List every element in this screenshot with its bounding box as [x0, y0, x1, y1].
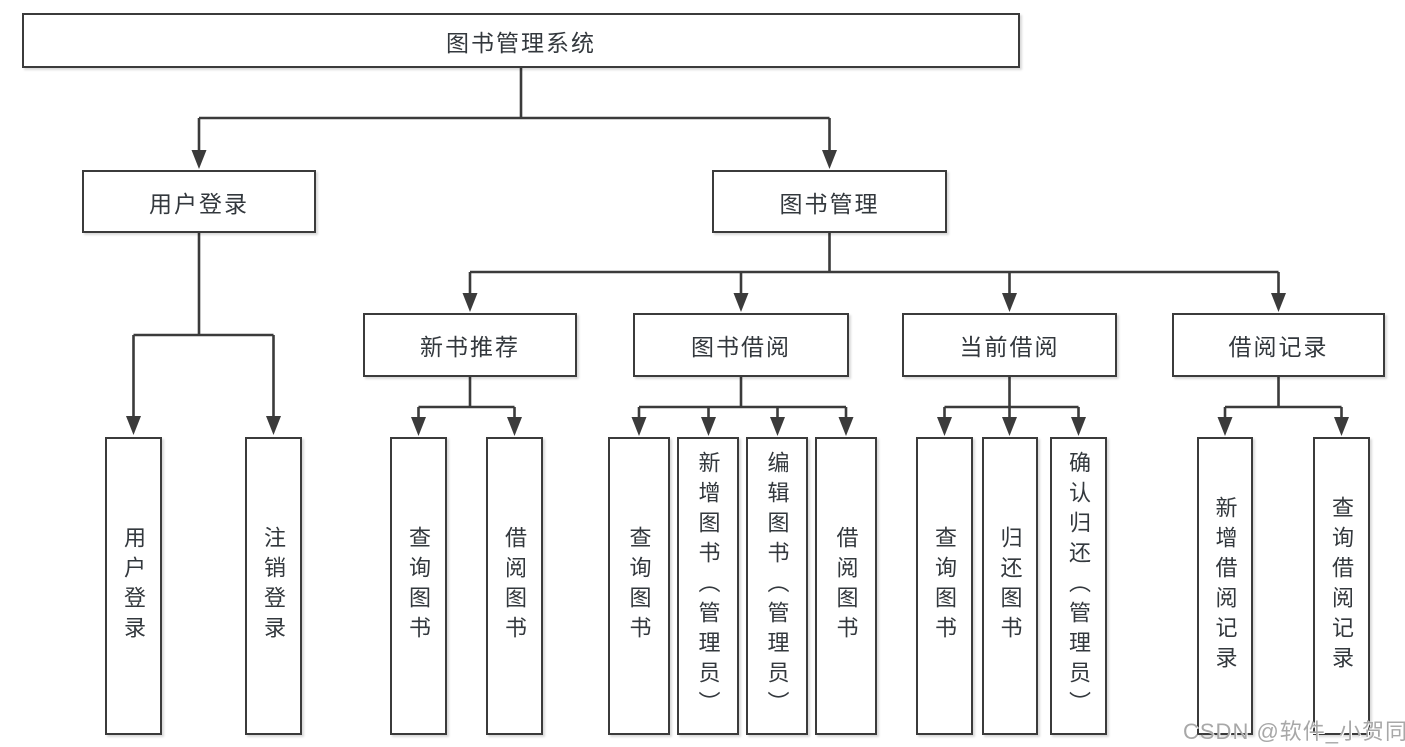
node-root-system: 图书管理系统: [22, 13, 1020, 68]
connector-root-to-level2: [191, 68, 837, 169]
node-label: 用户登录: [121, 526, 147, 646]
leaf-query-borrow-record: 查询借阅记录: [1313, 437, 1370, 735]
node-label: 借阅图书: [502, 526, 528, 646]
node-label: 注销登录: [261, 526, 287, 646]
node-user-login: 用户登录: [82, 170, 316, 233]
node-label: 新增图书（管理员）: [695, 451, 721, 721]
connector-user-login-children: [126, 233, 281, 435]
connector-current-borrowing-children: [937, 377, 1086, 436]
node-current-borrowing: 当前借阅: [902, 313, 1117, 377]
node-label: 新书推荐: [420, 334, 520, 360]
connector-new-book-recommend-children: [411, 377, 522, 436]
leaf-borrow-books-2: 借阅图书: [815, 437, 877, 735]
leaf-query-books-3: 查询图书: [916, 437, 973, 735]
node-label: 查询图书: [932, 526, 958, 646]
node-label: 借阅记录: [1228, 334, 1329, 360]
connector-borrowing-records-children: [1217, 377, 1349, 436]
leaf-query-books-2: 查询图书: [608, 437, 670, 735]
node-new-book-recommend: 新书推荐: [363, 313, 577, 377]
leaf-confirm-return-admin: 确认归还（管理员）: [1050, 437, 1107, 735]
leaf-edit-books-admin: 编辑图书（管理员）: [746, 437, 808, 735]
leaf-add-borrow-record: 新增借阅记录: [1197, 437, 1253, 735]
watermark: CSDN @软件_小贺同学: [1183, 719, 1405, 744]
node-label: 图书借阅: [691, 334, 791, 360]
leaf-logout-login: 注销登录: [245, 437, 302, 735]
leaf-borrow-books-1: 借阅图书: [486, 437, 543, 735]
node-book-borrowing: 图书借阅: [633, 313, 849, 377]
node-label: 查询图书: [406, 526, 432, 646]
leaf-return-books: 归还图书: [982, 437, 1038, 735]
node-label: 图书管理: [779, 190, 880, 217]
node-label: 借阅图书: [833, 526, 859, 646]
leaf-user-login: 用户登录: [105, 437, 162, 735]
node-label: 当前借阅: [959, 334, 1060, 360]
connector-book-borrowing-children: [631, 377, 854, 436]
leaf-add-books-admin: 新增图书（管理员）: [677, 437, 739, 735]
leaf-query-books-1: 查询图书: [390, 437, 447, 735]
node-book-management: 图书管理: [712, 170, 947, 233]
node-label: 归还图书: [997, 526, 1023, 646]
node-label: 查询借阅记录: [1329, 496, 1355, 676]
node-label: 用户登录: [149, 190, 249, 217]
node-label: 编辑图书（管理员）: [764, 451, 790, 721]
node-label: 确认归还（管理员）: [1066, 451, 1092, 721]
connector-book-management-to-level3: [462, 233, 1286, 312]
node-borrowing-records: 借阅记录: [1172, 313, 1385, 377]
node-label: 新增借阅记录: [1212, 496, 1238, 676]
node-label: 查询图书: [626, 526, 652, 646]
node-label: 图书管理系统: [446, 29, 596, 56]
